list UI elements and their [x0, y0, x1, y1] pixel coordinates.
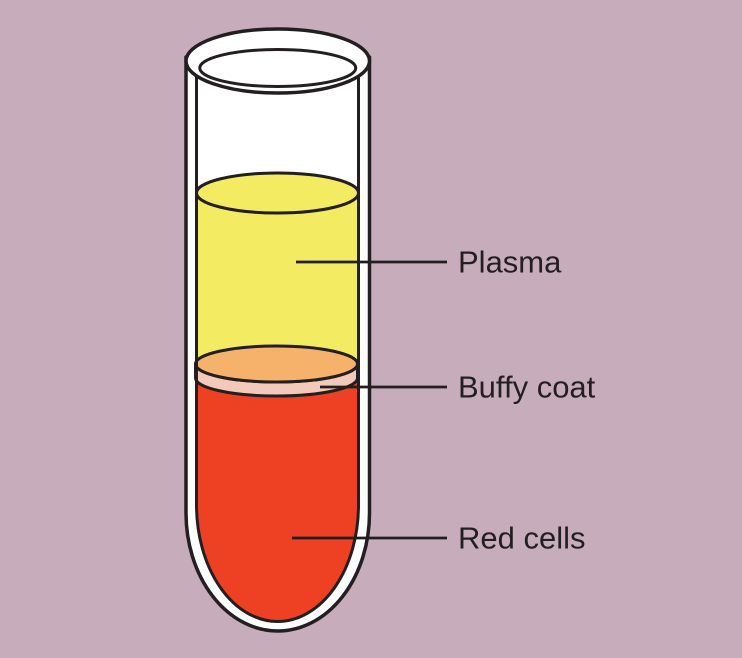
buffy-coat-layer [194, 344, 359, 384]
buffy-coat-label: Buffy coat [458, 370, 596, 405]
tube-outer-wall [184, 55, 372, 633]
plasma-surface [195, 171, 360, 215]
plasma-label: Plasma [458, 245, 562, 280]
tube-rim-inner [198, 48, 358, 88]
red-cells-layer [196, 376, 359, 622]
red-cells-label: Red cells [458, 521, 586, 556]
tube-inner-wall [195, 72, 360, 623]
plasma-layer [196, 193, 359, 368]
